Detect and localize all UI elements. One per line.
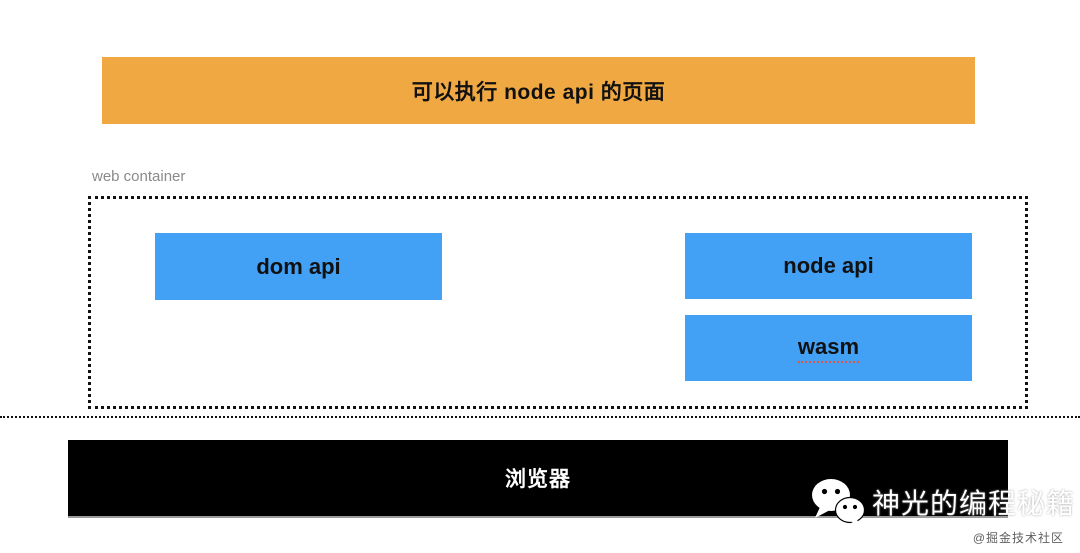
browser-bar: 浏览器 — [68, 440, 1008, 518]
node-api-label: node api — [783, 253, 874, 278]
juejin-credit-label: @掘金技术社区 — [972, 531, 1064, 545]
dom-api-label: dom api — [256, 253, 341, 279]
wasm-box: wasm — [685, 315, 972, 381]
dotted-divider-line — [0, 416, 1080, 418]
node-api-page-label: 可以执行 node api 的页面 — [411, 80, 666, 104]
web-container-box: dom api node api wasm — [88, 196, 1028, 409]
node-api-page-box: 可以执行 node api 的页面 — [102, 57, 975, 124]
node-api-box: node api — [685, 233, 972, 299]
wasm-label: wasm — [797, 334, 860, 363]
dom-api-box: dom api — [155, 233, 442, 300]
browser-label: 浏览器 — [505, 468, 571, 491]
web-container-label: web container — [92, 168, 186, 185]
